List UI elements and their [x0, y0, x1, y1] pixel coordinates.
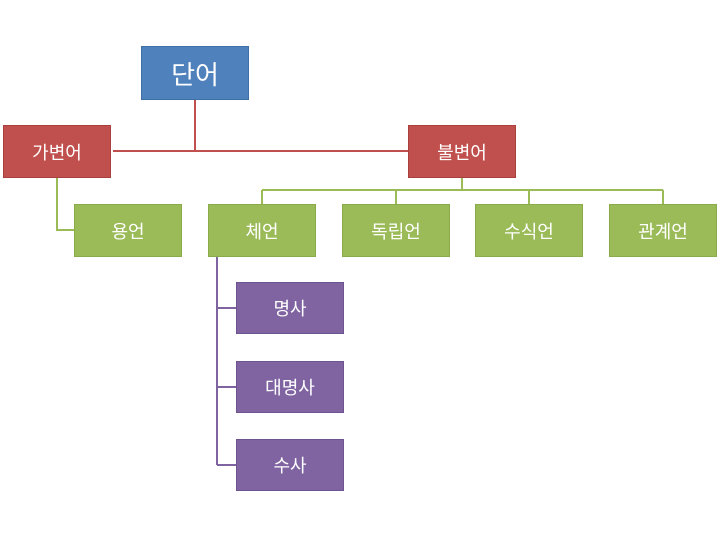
node-susa-label: 수사: [273, 456, 307, 477]
connector-variable-to-yongeon: [56, 178, 74, 231]
node-variable-words-label: 가변어: [32, 142, 82, 164]
node-invariable-words-label: 불변어: [437, 142, 487, 164]
connector-invariable-to-children: [261, 178, 664, 204]
node-cheeon-label: 체언: [245, 221, 279, 243]
node-susigeon-label: 수식언: [504, 221, 554, 243]
node-invariable-words: 불변어: [408, 125, 516, 178]
node-myeongsa-label: 명사: [273, 299, 307, 320]
node-cheeon: 체언: [208, 204, 316, 257]
node-root-word: 단어: [141, 46, 249, 100]
node-myeongsa: 명사: [236, 282, 344, 334]
node-susigeon: 수식언: [475, 204, 583, 257]
node-dongnibeon: 독립언: [342, 204, 450, 257]
node-susa: 수사: [236, 439, 344, 491]
node-variable-words: 가변어: [3, 125, 111, 178]
node-yongeon: 용언: [74, 204, 182, 257]
node-daemyeongsa-label: 대명사: [265, 378, 315, 399]
node-daemyeongsa: 대명사: [236, 361, 344, 413]
node-yongeon-label: 용언: [111, 221, 145, 243]
connector-root-to-word-classes: [113, 100, 408, 152]
node-dongnibeon-label: 독립언: [371, 221, 421, 243]
node-gwangyeeon-label: 관계언: [638, 221, 688, 243]
node-root-word-label: 단어: [171, 60, 219, 91]
node-gwangyeeon: 관계언: [609, 204, 717, 257]
connector-cheeon-to-nouns: [216, 257, 236, 466]
